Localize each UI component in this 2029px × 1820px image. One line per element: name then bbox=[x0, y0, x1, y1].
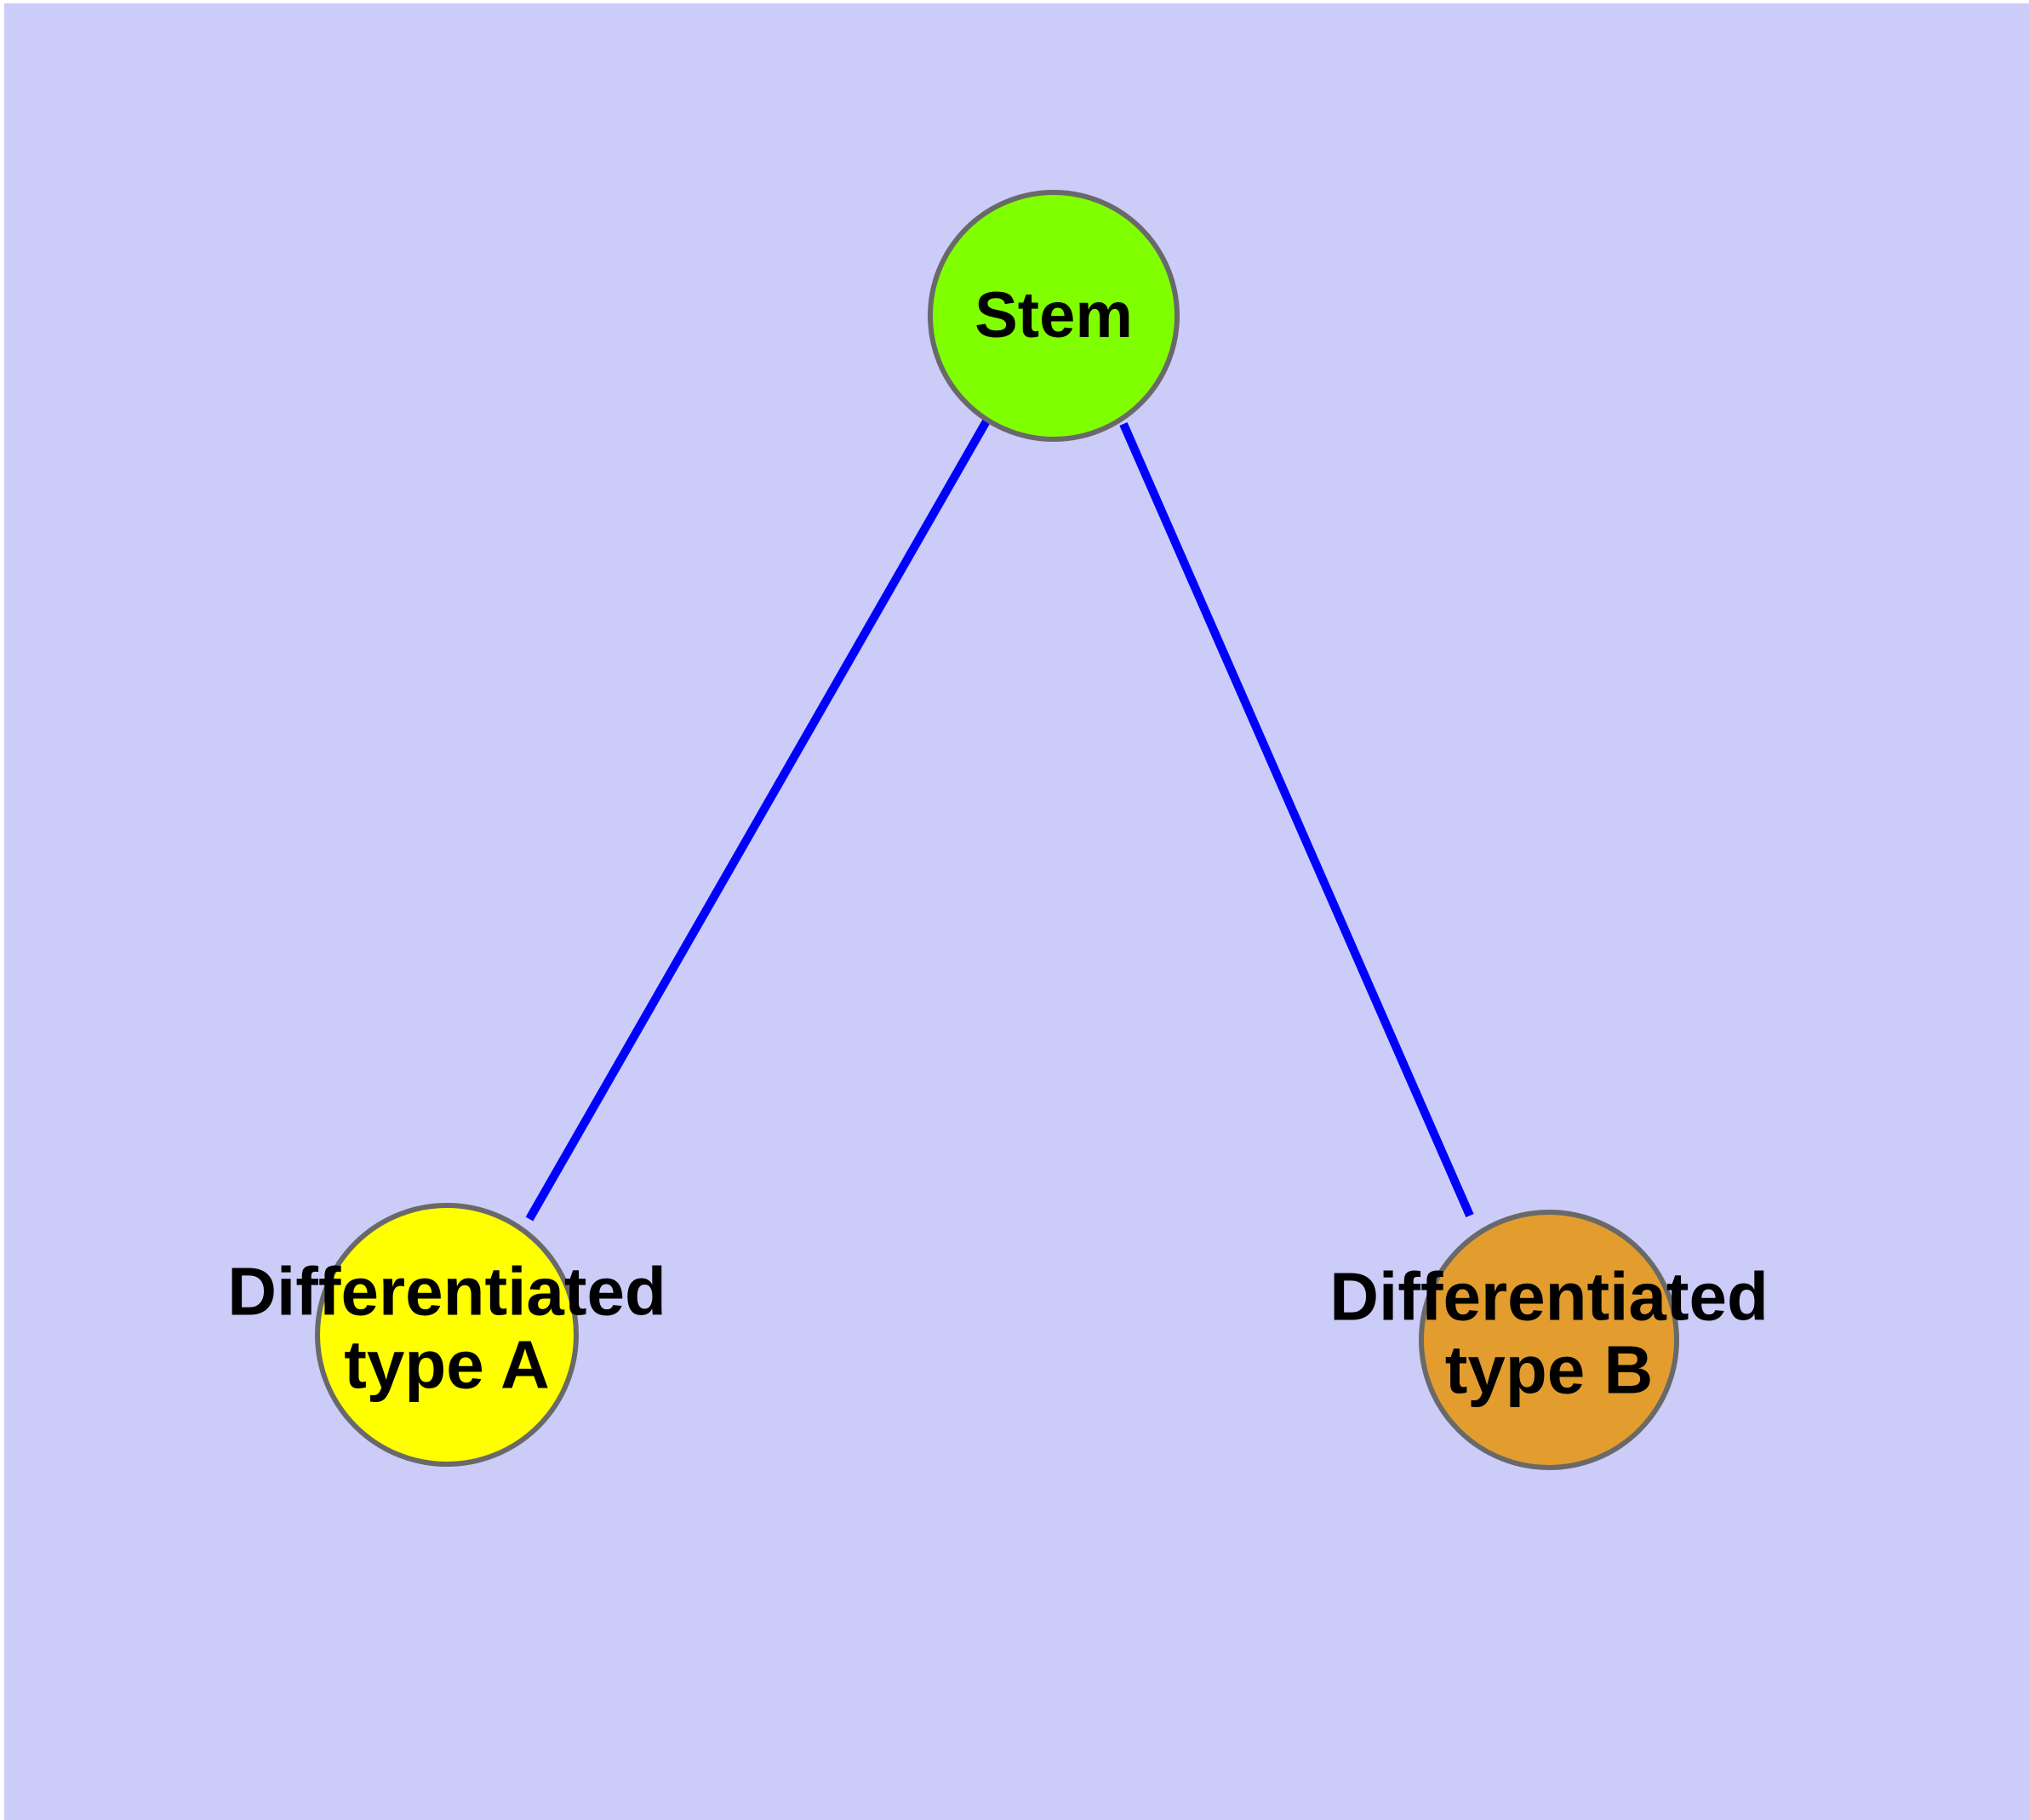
node-stem[interactable] bbox=[928, 190, 1180, 442]
node-layer bbox=[315, 190, 1679, 1470]
node-differentiated-type-b[interactable] bbox=[1419, 1210, 1679, 1470]
node-differentiated-type-a[interactable] bbox=[315, 1203, 579, 1467]
graph-svg bbox=[315, 190, 1679, 1470]
edge-layer bbox=[525, 417, 1474, 1222]
edge-stem-to-differentiated-type-b[interactable] bbox=[1119, 421, 1474, 1218]
edge-stem-to-differentiated-type-a[interactable] bbox=[525, 417, 992, 1222]
